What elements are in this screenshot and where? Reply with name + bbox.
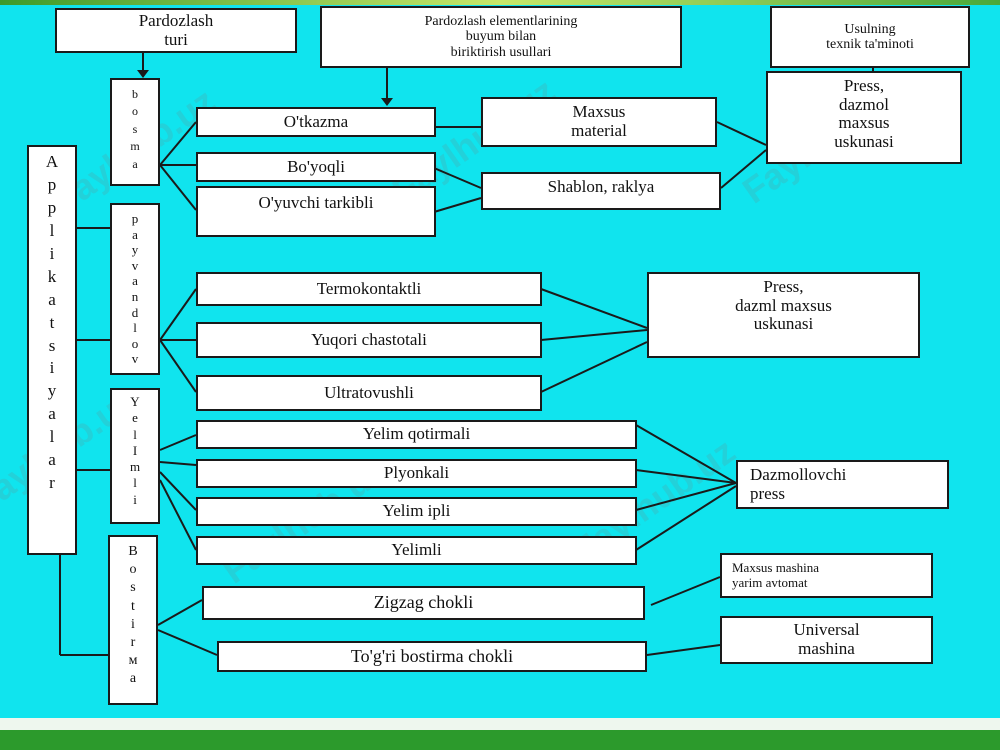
method-yelim-qotirmali: Yelim qotirmali	[196, 420, 637, 449]
method-togri-bostirma: To'g'ri bostirma chokli	[217, 641, 647, 672]
method-zigzag-label: Zigzag chokli	[373, 592, 474, 613]
group-bostirma: B o s t i r м a	[108, 535, 158, 705]
method-zigzag: Zigzag chokli	[202, 586, 645, 620]
method-yelimli: Yelimli	[196, 536, 637, 565]
method-plyonkali: Plyonkali	[196, 459, 637, 488]
equipment-press-dazml: Press, dazml maxsus uskunasi	[647, 272, 920, 358]
group-yelimli: Y e l I m l i	[110, 388, 160, 524]
method-yuqori-chastotali-label: Yuqori chastotali	[311, 329, 427, 349]
material-shablon-label: Shablon, raklya	[547, 177, 655, 196]
method-yuqori-chastotali: Yuqori chastotali	[196, 322, 542, 358]
method-oyuvchi-label: O'yuvchi tarkibli	[258, 193, 374, 212]
equipment-universal-label: Universal mashina	[793, 620, 860, 658]
method-boyoqli: Bo'yoqli	[196, 152, 436, 182]
method-termokontaktli-label: Termokontaktli	[316, 278, 422, 298]
group-payvandlov: p a y v a n d l o v	[110, 203, 160, 375]
method-termokontaktli: Termokontaktli	[196, 272, 542, 306]
equipment-press-dazmol: Press, dazmol maxsus uskunasi	[766, 71, 962, 164]
equipment-dazmollovchi-label: Dazmollovchi press	[750, 464, 847, 503]
method-yelim-ipli: Yelim ipli	[196, 497, 637, 526]
equipment-press-dazmol-label: Press, dazmol maxsus uskunasi	[834, 76, 894, 152]
header-methods-label: Pardozlash elementlarining buyum bilan b…	[424, 13, 578, 60]
top-accent-bar	[0, 0, 1000, 5]
equipment-dazmollovchi: Dazmollovchi press	[736, 460, 949, 509]
material-maxsus: Maxsus material	[481, 97, 717, 147]
header-methods-box: Pardozlash elementlarining buyum bilan b…	[320, 6, 682, 68]
header-type-box: Pardozlash turi	[55, 8, 297, 53]
group-bostirma-label: B o s t i r м a	[128, 544, 138, 687]
material-shablon: Shablon, raklya	[481, 172, 721, 210]
equipment-maxsus-mashina-label: Maxsus mashina yarim avtomat	[732, 560, 820, 590]
footer-white-strip	[0, 718, 1000, 730]
method-boyoqli-label: Bo'yoqli	[287, 156, 345, 176]
group-bosma-label: b o s m a	[130, 87, 140, 171]
method-togri-bostirma-label: To'g'ri bostirma chokli	[350, 645, 514, 666]
method-otkazma: O'tkazma	[196, 107, 436, 137]
applikatsiyalar-label: A p p l i k a t s i y a l a r	[45, 152, 59, 493]
method-plyonkali-label: Plyonkali	[383, 463, 450, 483]
method-ultratovushli-label: Ultratovushli	[324, 382, 414, 402]
method-yelim-ipli-label: Yelim ipli	[382, 501, 451, 521]
header-tech-box: Usulning texnik ta'minoti	[770, 6, 970, 68]
equipment-maxsus-mashina: Maxsus mashina yarim avtomat	[720, 553, 933, 598]
header-tech-label: Usulning texnik ta'minoti	[826, 21, 914, 52]
group-yelimli-label: Y e l I m l i	[129, 394, 141, 507]
equipment-press-dazml-label: Press, dazml maxsus uskunasi	[735, 277, 832, 334]
method-otkazma-label: O'tkazma	[283, 111, 349, 131]
method-yelimli-label: Yelimli	[391, 540, 442, 560]
equipment-universal: Universal mashina	[720, 616, 933, 664]
method-yelim-qotirmali-label: Yelim qotirmali	[362, 424, 471, 444]
method-oyuvchi: O'yuvchi tarkibli	[196, 186, 436, 237]
material-maxsus-label: Maxsus material	[571, 102, 627, 140]
group-bosma: b o s m a	[110, 78, 160, 186]
method-ultratovushli: Ultratovushli	[196, 375, 542, 411]
footer-green-bar	[0, 730, 1000, 750]
applikatsiyalar-box: A p p l i k a t s i y a l a r	[27, 145, 77, 555]
group-payvandlov-label: p a y v a n d l o v	[131, 211, 139, 367]
header-type-label: Pardozlash turi	[138, 10, 214, 49]
